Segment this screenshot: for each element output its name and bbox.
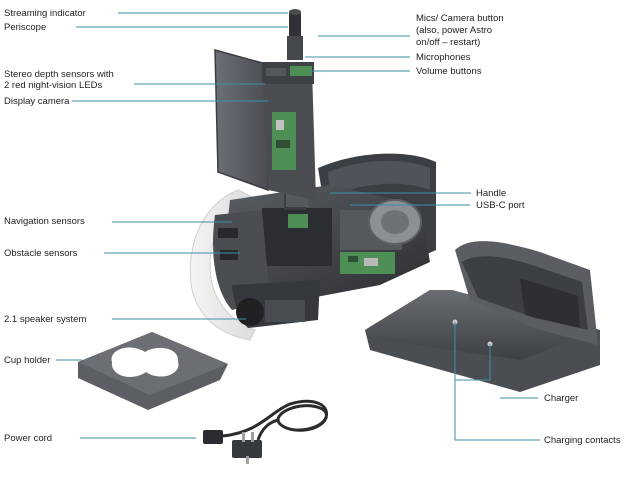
- label-usb-c-port: USB-C port: [476, 200, 525, 211]
- label-mics-camera-line2: (also, power Astro: [416, 25, 493, 36]
- label-charger: Charger: [544, 393, 579, 404]
- leader-lines: [56, 12, 540, 441]
- label-navigation-sensors: Navigation sensors: [4, 216, 85, 227]
- label-volume-buttons: Volume buttons: [416, 66, 482, 77]
- label-mics-camera-line1: Mics/ Camera button: [416, 13, 504, 24]
- label-periscope: Periscope: [4, 22, 47, 33]
- label-handle: Handle: [476, 188, 507, 199]
- label-stereo-depth-line2: 2 red night-vision LEDs: [4, 80, 103, 91]
- label-mics-camera-line3: on/off – restart): [416, 37, 481, 48]
- label-streaming-indicator: Streaming indicator: [4, 8, 86, 19]
- leader-charging-contacts-a: [454, 322, 540, 441]
- robot-illustration: [189, 9, 436, 341]
- label-microphones: Microphones: [416, 52, 471, 63]
- label-cup-holder: Cup holder: [4, 355, 51, 366]
- leader-charging-contacts-b: [455, 344, 491, 381]
- label-obstacle-sensors: Obstacle sensors: [4, 248, 78, 259]
- cup-holder-illustration: [78, 332, 228, 410]
- label-stereo-depth-line1: Stereo depth sensors with: [4, 69, 114, 80]
- label-power-cord: Power cord: [4, 433, 53, 444]
- charger-illustration: [365, 241, 600, 392]
- power-cord-illustration: [203, 399, 328, 464]
- label-charging-contacts: Charging contacts: [544, 435, 621, 446]
- label-display-camera: Display camera: [4, 96, 70, 107]
- label-speaker-system: 2.1 speaker system: [4, 314, 87, 325]
